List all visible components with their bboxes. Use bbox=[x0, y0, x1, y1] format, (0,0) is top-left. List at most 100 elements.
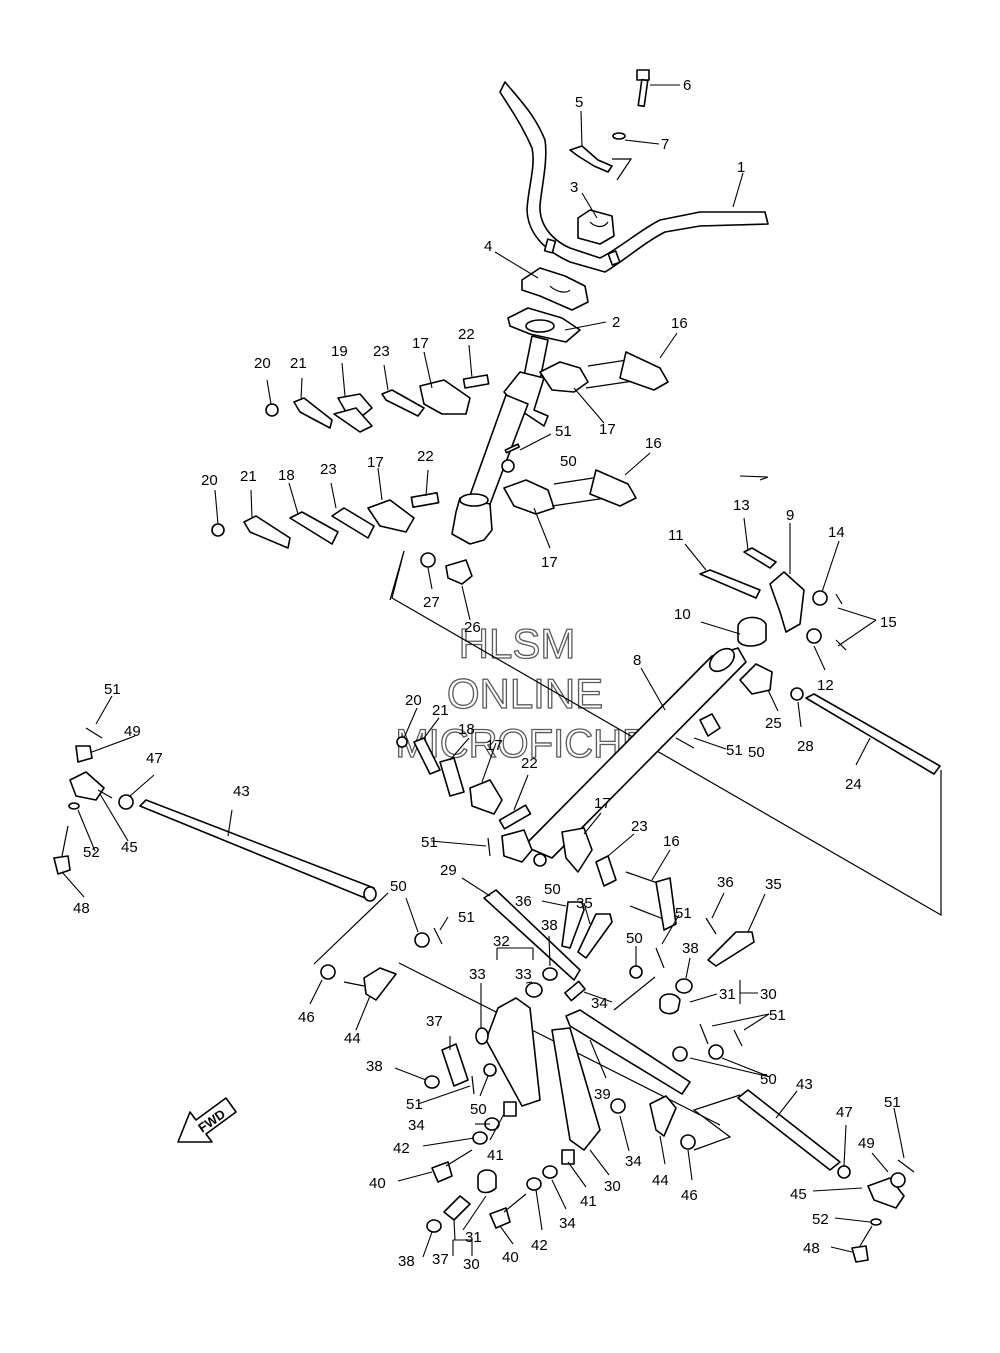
callout-32: 32 bbox=[493, 933, 510, 950]
callout-17-f: 17 bbox=[594, 795, 611, 812]
callout-40-a: 40 bbox=[369, 1175, 386, 1192]
callout-25: 25 bbox=[765, 715, 782, 732]
callout-30-c: 30 bbox=[463, 1256, 480, 1273]
lower-link-set bbox=[211, 443, 637, 549]
watermark: HLSM ONLINE MICROFICHE bbox=[395, 619, 650, 766]
upper-right-clamp bbox=[539, 351, 669, 393]
callout-30-a: 30 bbox=[604, 1178, 621, 1195]
callout-3: 3 bbox=[570, 179, 578, 196]
callout-34-b: 34 bbox=[408, 1117, 425, 1134]
nut-49-left bbox=[75, 745, 93, 763]
reference-line-left-rod bbox=[313, 892, 389, 965]
bracket-17-upper-right bbox=[539, 361, 589, 393]
right-tie-rod bbox=[739, 663, 941, 775]
arm-31 bbox=[551, 1027, 601, 1151]
callout-51-d: 51 bbox=[675, 905, 692, 922]
bolt-35-upper bbox=[577, 913, 613, 959]
bracket-9 bbox=[769, 571, 805, 633]
callout-4: 4 bbox=[484, 238, 492, 255]
cross-shaft bbox=[523, 647, 747, 859]
callout-52-a: 52 bbox=[83, 844, 100, 861]
bracket-17-upper bbox=[419, 379, 471, 415]
rod-43-left bbox=[139, 799, 375, 901]
callout-36-b: 36 bbox=[717, 874, 734, 891]
reference-lines bbox=[313, 158, 942, 1151]
plate-23-middle bbox=[595, 855, 617, 887]
pitman-arm bbox=[420, 552, 473, 585]
callout-36-a: 36 bbox=[515, 893, 532, 910]
callout-37-b: 37 bbox=[432, 1251, 449, 1268]
callout-33-a: 33 bbox=[469, 966, 486, 983]
arm-29 bbox=[483, 889, 581, 981]
callout-38-b: 38 bbox=[541, 917, 558, 934]
callout-51-f: 51 bbox=[769, 1007, 786, 1024]
pin-51-lower-left bbox=[433, 927, 443, 945]
pin-51-right-end bbox=[897, 1159, 915, 1173]
joint-21-upper bbox=[293, 397, 333, 429]
callout-45-a: 45 bbox=[121, 839, 138, 856]
callout-42-b: 42 bbox=[531, 1237, 548, 1254]
nut-20-lower bbox=[211, 523, 225, 537]
rod-24 bbox=[805, 693, 941, 775]
watermark-line2: ONLINE bbox=[447, 670, 603, 717]
bolt-16-lower-b bbox=[551, 497, 607, 507]
nut-50-lower bbox=[483, 1063, 497, 1077]
callout-48-b: 48 bbox=[803, 1240, 820, 1257]
callout-8: 8 bbox=[633, 652, 641, 669]
washer-34-lower-b bbox=[542, 1165, 558, 1179]
callout-34-a: 34 bbox=[591, 995, 608, 1012]
pin-51-right-upper bbox=[655, 947, 665, 969]
callout-47-b: 47 bbox=[836, 1104, 853, 1121]
lower-pitman-hardware bbox=[424, 1043, 575, 1233]
pin-22-upper bbox=[462, 374, 490, 389]
callout-51-c: 51 bbox=[406, 1096, 423, 1113]
callout-43-a: 43 bbox=[233, 783, 250, 800]
callout-10: 10 bbox=[674, 606, 691, 623]
callout-28: 28 bbox=[797, 738, 814, 755]
callout-9: 9 bbox=[786, 507, 794, 524]
collar-41-lower bbox=[561, 1149, 575, 1165]
callout-13: 13 bbox=[733, 497, 750, 514]
callout-46-b: 46 bbox=[681, 1187, 698, 1204]
callout-42-a: 42 bbox=[393, 1140, 410, 1157]
reference-line-clamp bbox=[612, 158, 633, 181]
callout-51-a: 51 bbox=[104, 681, 121, 698]
pin-51-drag bbox=[487, 837, 491, 857]
callout-15: 15 bbox=[880, 614, 897, 631]
callout-21-a: 21 bbox=[290, 355, 307, 372]
idler-arm bbox=[551, 1027, 696, 1151]
bushing-33-b bbox=[525, 982, 543, 998]
callout-7: 7 bbox=[661, 136, 669, 153]
pin-51-right-a bbox=[699, 1023, 709, 1045]
nut-50-right-b bbox=[708, 1044, 724, 1060]
pin-51-shaft bbox=[675, 737, 695, 749]
upper-link-set bbox=[265, 374, 490, 433]
callout-50-g: 50 bbox=[748, 744, 765, 761]
callout-19: 19 bbox=[331, 343, 348, 360]
leader-lines bbox=[61, 84, 905, 1258]
watermark-line1: HLSM bbox=[459, 620, 576, 667]
mount-bracket-set bbox=[699, 547, 847, 651]
handlebar bbox=[499, 81, 769, 273]
callout-38-a: 38 bbox=[366, 1058, 383, 1075]
nut-20-upper bbox=[265, 403, 279, 417]
plate-23-upper bbox=[381, 389, 425, 417]
washer-42-upper bbox=[472, 1131, 488, 1145]
steering-column bbox=[451, 307, 581, 545]
clamp-16-middle bbox=[655, 877, 677, 931]
bracket-17-middle bbox=[469, 779, 503, 815]
callout-17-b: 17 bbox=[599, 421, 616, 438]
bolt-40-upper-shank bbox=[445, 1149, 473, 1167]
handlebar-bolt-5 bbox=[569, 145, 613, 173]
callout-22-a: 22 bbox=[458, 326, 475, 343]
nut-50-column bbox=[501, 459, 515, 473]
pin-22-middle bbox=[498, 804, 532, 830]
callout-41-b: 41 bbox=[580, 1193, 597, 1210]
plate-23-lower bbox=[331, 507, 375, 539]
callout-17-c: 17 bbox=[367, 454, 384, 471]
callout-18-a: 18 bbox=[278, 467, 295, 484]
handlebar-upper-holder bbox=[577, 209, 615, 245]
callout-37-a: 37 bbox=[426, 1013, 443, 1030]
ball-joint-44-right bbox=[649, 1095, 677, 1137]
